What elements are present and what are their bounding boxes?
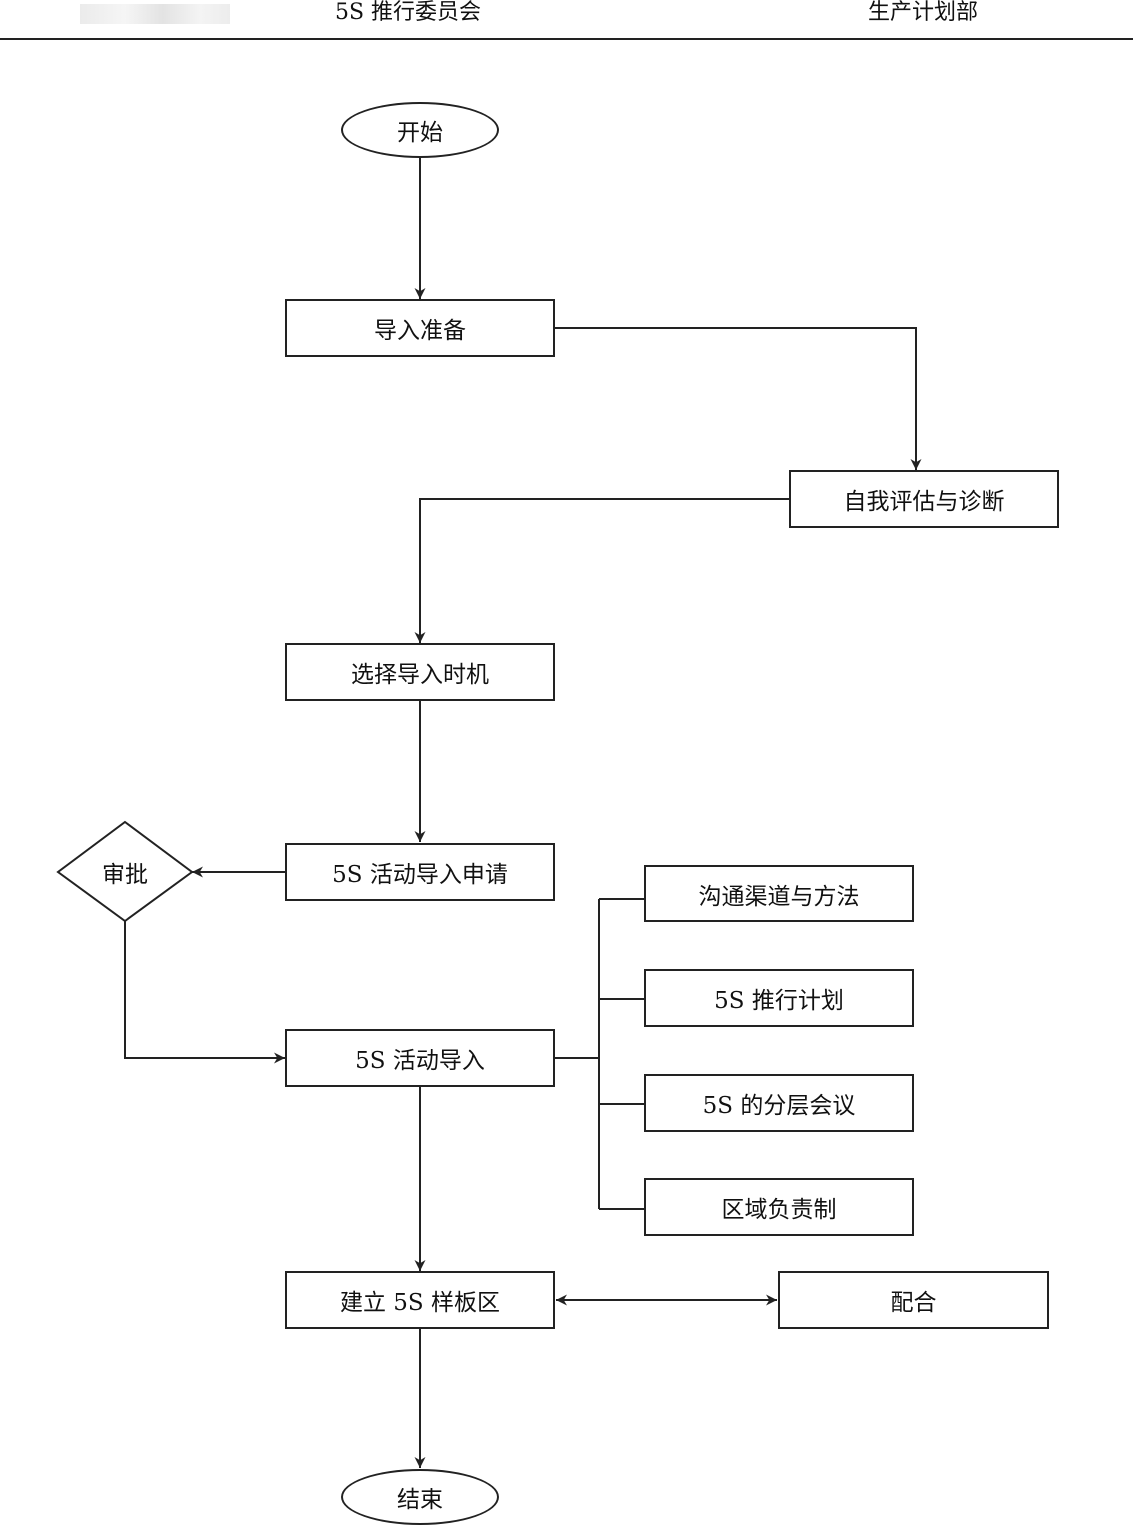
- arrow-approval-to-import: [124, 921, 285, 1064]
- branch-node-meetings: 5S 的分层会议: [644, 1074, 914, 1132]
- branch-node-plan: 5S 推行计划: [644, 969, 914, 1027]
- end-node: 结束: [341, 1469, 499, 1525]
- activity-import-node: 5S 活动导入: [285, 1029, 555, 1087]
- approval-diamond: [56, 820, 194, 923]
- start-node: 开始: [341, 102, 499, 158]
- cooperate-node: 配合: [778, 1271, 1049, 1329]
- model-area-node: 建立 5S 样板区: [285, 1271, 555, 1329]
- apply-node: 5S 活动导入申请: [285, 843, 555, 901]
- header-left-title: 5S 推行委员会: [335, 0, 482, 25]
- header-right-title: 生产计划部: [868, 0, 979, 25]
- page-header: 5S 推行委员会 生产计划部: [0, 0, 1133, 40]
- blurred-logo: [80, 4, 230, 24]
- self-assessment-node: 自我评估与诊断: [789, 470, 1059, 528]
- import-prep-node: 导入准备: [285, 299, 555, 357]
- branch-node-area-responsibility: 区域负责制: [644, 1178, 914, 1236]
- select-timing-node: 选择导入时机: [285, 643, 555, 701]
- arrow-prep-to-assessment: [555, 327, 922, 470]
- arrow-assessment-to-timing: [414, 498, 789, 643]
- approval-label: 审批: [102, 862, 148, 888]
- branch-node-communication: 沟通渠道与方法: [644, 865, 914, 922]
